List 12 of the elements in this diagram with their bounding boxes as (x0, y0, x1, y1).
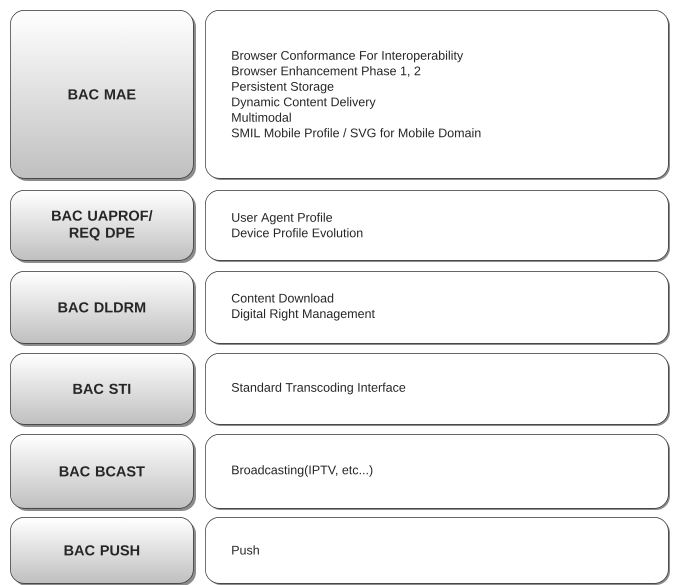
category-box: BAC MAE (10, 10, 196, 181)
category-box: BAC STI (10, 353, 196, 427)
feature-list-box: Standard Transcoding Interface (205, 353, 670, 426)
feature-list-box: User Agent Profile Device Profile Evolution (205, 190, 670, 262)
category-box: BAC UAPROF/ REQ DPE (10, 190, 196, 263)
feature-list-box: Browser Conformance For Interoperability Browser Enhancement Phase 1, 2 Persistent Storage Dynamic Content Delivery Multimodal SMIL Mobile Profile / SVG for Mobile Domain (205, 10, 670, 180)
category-box: BAC PUSH (10, 517, 196, 585)
feature-list-box: Broadcasting(IPTV, etc...) (205, 434, 670, 510)
feature-list-box: Content Download Digital Right Management (205, 271, 670, 345)
category-box: BAC BCAST (10, 434, 196, 511)
feature-list-box: Push (205, 517, 670, 585)
category-box: BAC DLDRM (10, 271, 196, 346)
